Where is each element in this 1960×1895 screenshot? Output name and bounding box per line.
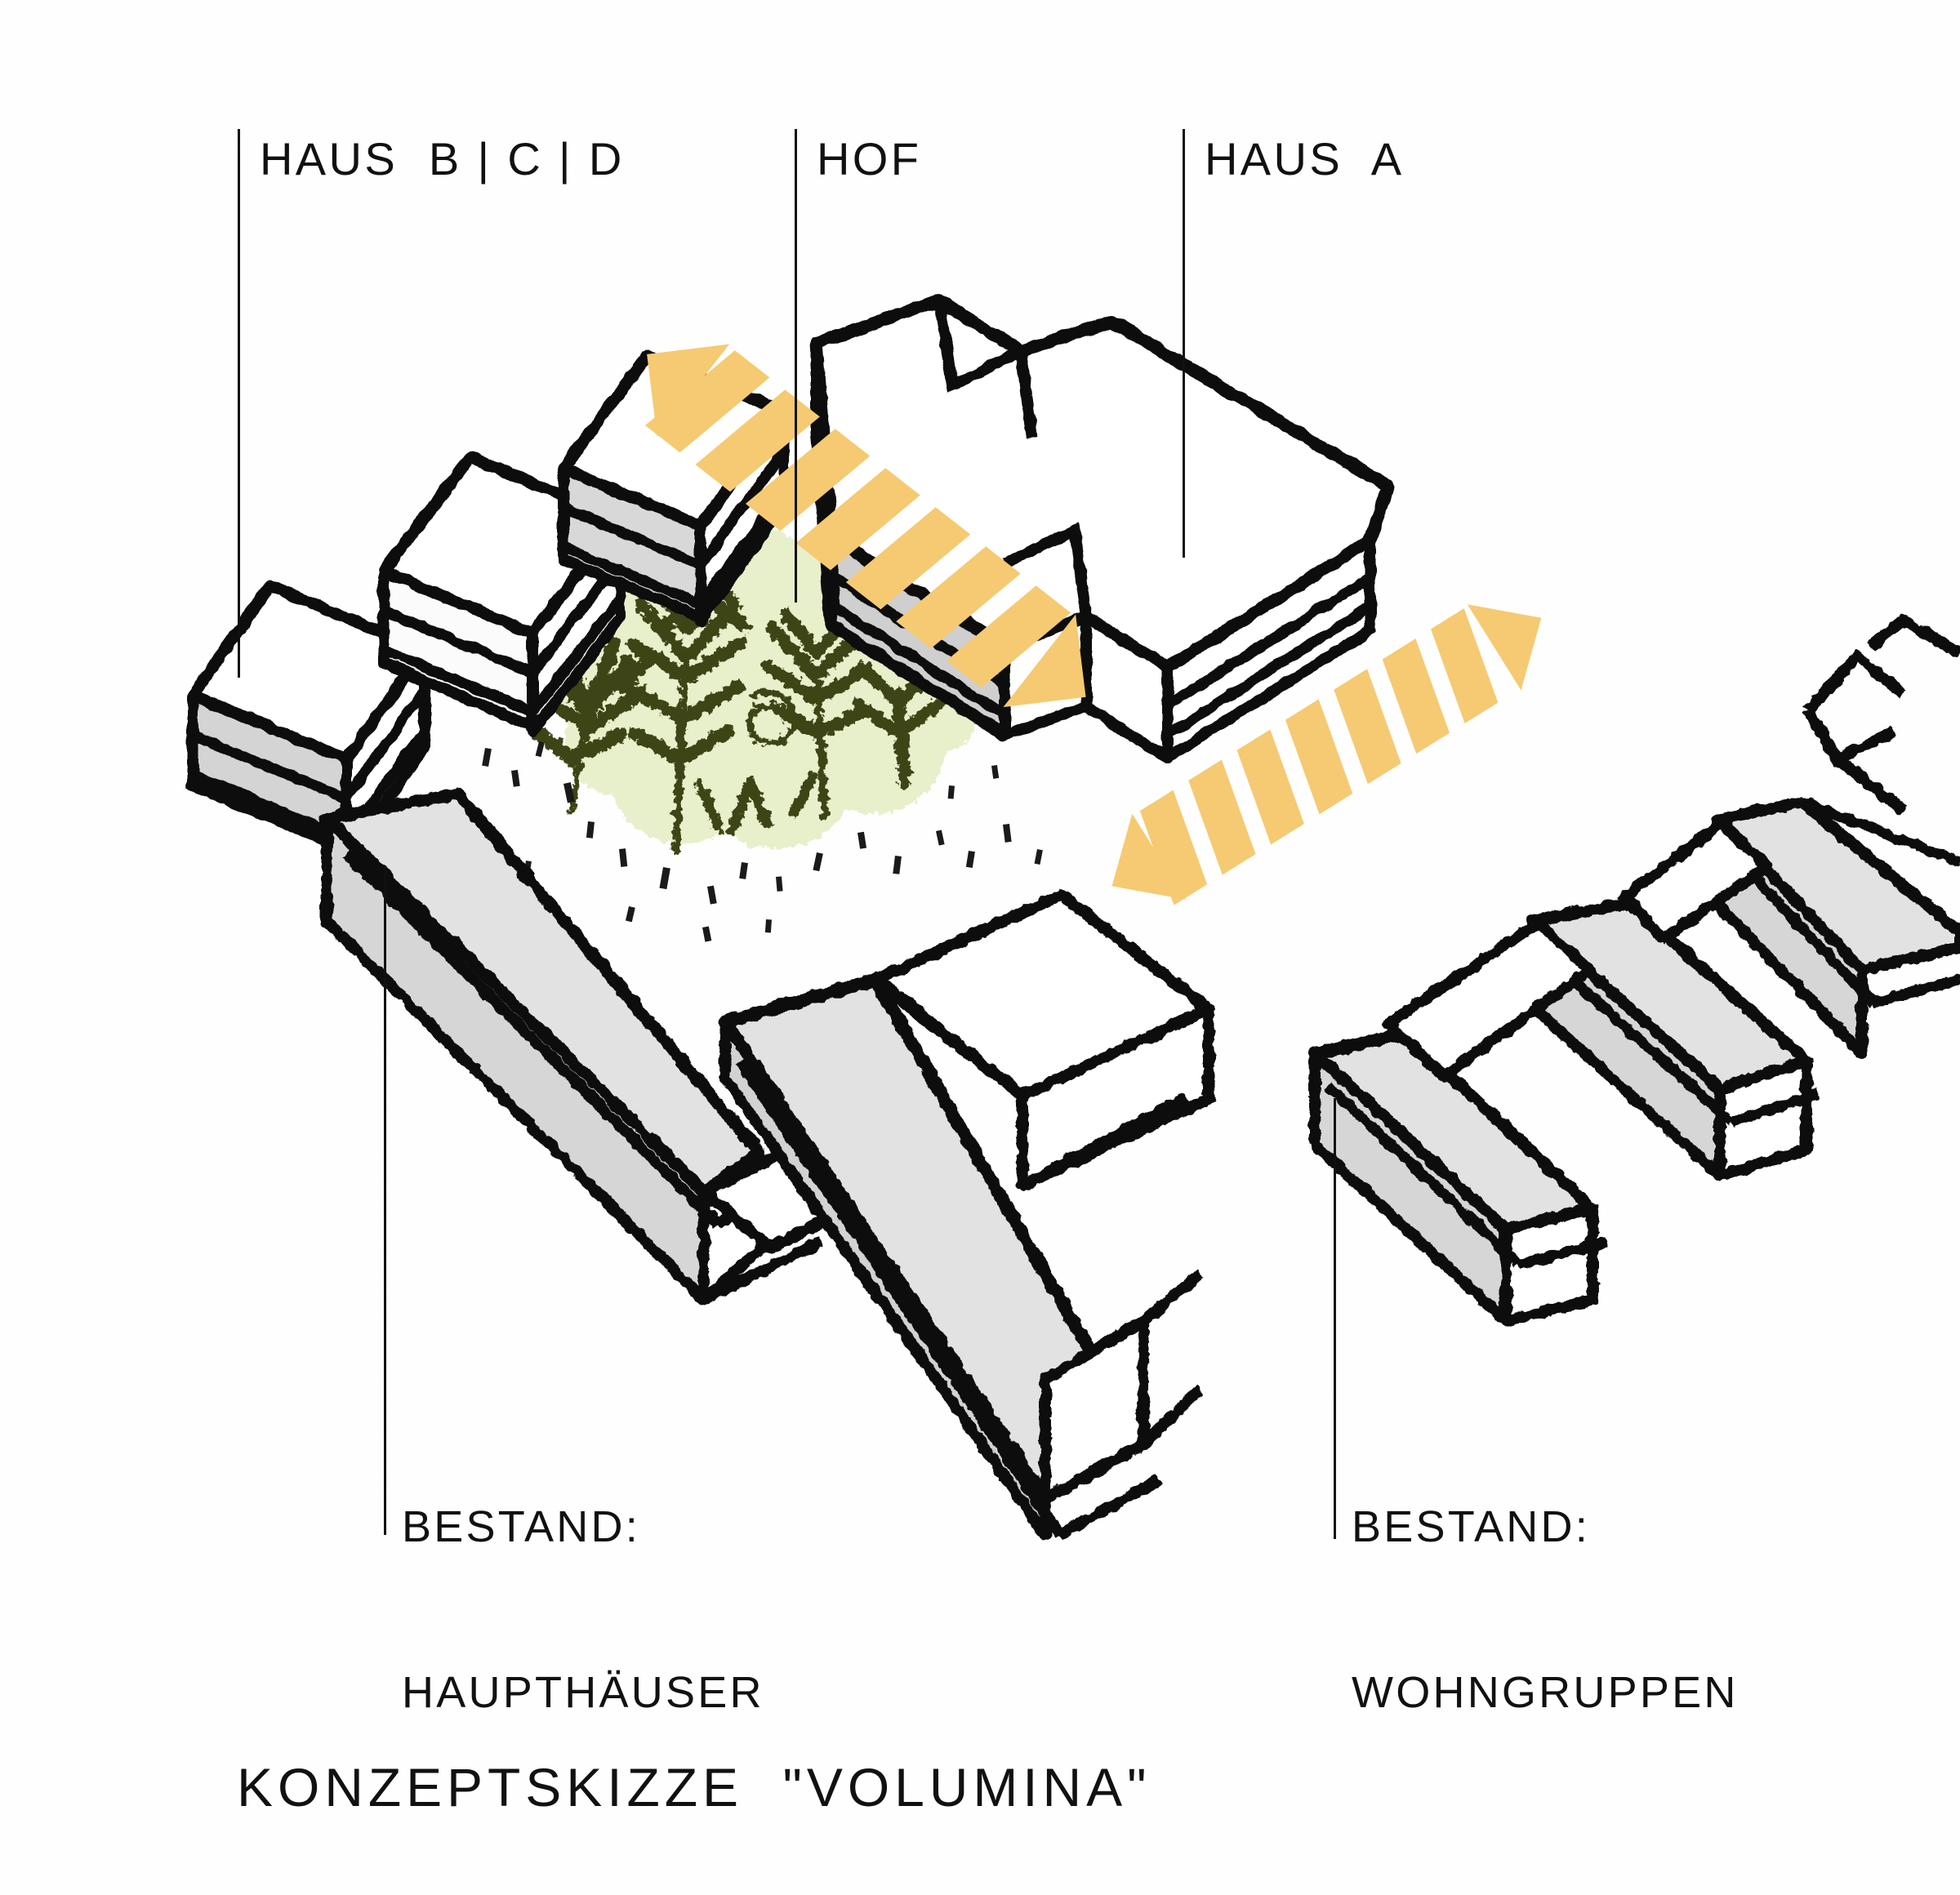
callout-bestand-haupthaeuser: BESTAND: HAUPTHÄUSER bbox=[402, 1390, 764, 1830]
callout-bestand-wohngruppen-line1: BESTAND: bbox=[1352, 1502, 1590, 1551]
volume-wohngruppe-2[interactable] bbox=[1383, 896, 1820, 1181]
callout-bestand-wohngruppen: BESTAND: WOHNGRUPPEN bbox=[1352, 1390, 1739, 1830]
arrow-hof-east bbox=[1111, 604, 1542, 905]
leader-haus-bcd bbox=[238, 129, 240, 678]
callout-bestand-wohngruppen-line2: WOHNGRUPPEN bbox=[1352, 1667, 1739, 1717]
callout-haus-bcd-label: HAUS B | C | D bbox=[260, 133, 625, 185]
edge-fragment-roofs bbox=[1802, 613, 1960, 815]
volume-haupthaus-west[interactable] bbox=[320, 787, 971, 1306]
callout-haus-a-label: HAUS A bbox=[1205, 133, 1405, 185]
volume-wohngruppe-3[interactable] bbox=[1619, 795, 1960, 1059]
volume-haus-b[interactable] bbox=[186, 580, 431, 863]
arrow-hof-north bbox=[645, 344, 1086, 708]
leader-haus-a bbox=[1183, 129, 1185, 558]
leader-hof bbox=[795, 129, 797, 603]
volume-wohngruppe-1[interactable] bbox=[1308, 1027, 1607, 1327]
callout-bestand-haupthaeuser-line1: BESTAND: bbox=[402, 1502, 640, 1551]
leader-bestand-wohngruppen bbox=[1334, 1098, 1336, 1539]
ground-texture-dots bbox=[479, 741, 1043, 942]
volume-haupthaus-mitte[interactable] bbox=[719, 888, 1215, 1541]
leader-bestand-haupthaeuser bbox=[384, 865, 386, 1535]
drawing-title: KONZEPTSKIZZE "VOLUMINA" bbox=[237, 1757, 1152, 1817]
callout-bestand-haupthaeuser-line2: HAUPTHÄUSER bbox=[402, 1667, 764, 1717]
callout-hof-label: HOF bbox=[817, 133, 922, 185]
